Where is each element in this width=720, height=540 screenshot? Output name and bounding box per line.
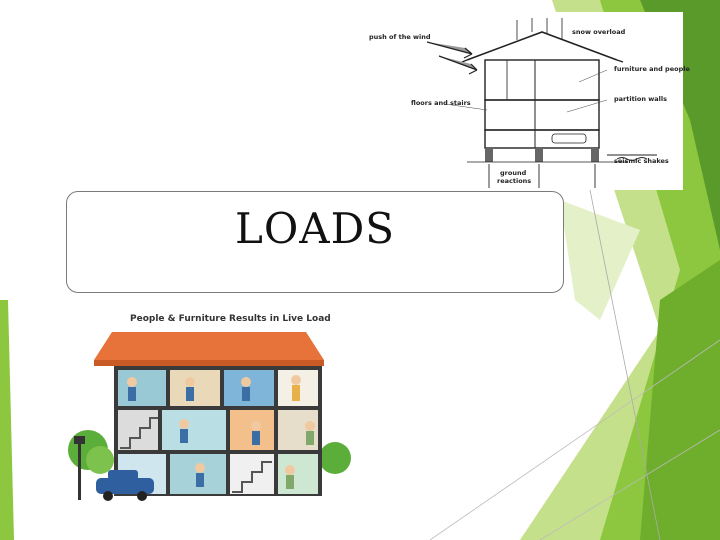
wind-arrows	[426, 41, 478, 75]
snow-arrows	[516, 18, 563, 40]
wind-label: push of the wind	[369, 33, 431, 41]
footing	[485, 148, 493, 162]
partition-label: partition walls	[614, 95, 667, 103]
deco-left-sliver	[0, 300, 14, 540]
roof-overhang	[616, 59, 624, 63]
room	[170, 370, 220, 406]
person-icons	[127, 375, 315, 489]
ground-label-line1: ground	[500, 169, 527, 177]
car-icon	[108, 470, 138, 480]
deco-pale-shape	[560, 200, 640, 320]
room	[118, 370, 166, 406]
deco-dark-green-shape	[640, 0, 720, 250]
seismic-arrows	[607, 154, 657, 161]
illustration-caption: People & Furniture Results in Live Load	[130, 314, 331, 324]
stairs-icon	[120, 417, 158, 449]
deco-line	[539, 429, 720, 540]
deco-line	[589, 189, 661, 540]
slide-title: LOADS	[234, 204, 396, 253]
footing	[535, 148, 543, 162]
upper-floor	[484, 59, 600, 101]
footing	[591, 148, 599, 162]
house-section-drawing	[426, 18, 657, 188]
seismic-label: seismic shakes	[614, 157, 669, 165]
tree-icon	[319, 442, 351, 474]
wheel-icon	[137, 491, 147, 501]
lamp-post-icon	[78, 442, 81, 500]
room	[162, 410, 226, 450]
deco-line	[429, 339, 720, 540]
lamp-post-icon	[74, 436, 85, 444]
roof-outline	[466, 31, 618, 61]
ground-label-line2: reactions	[497, 177, 532, 185]
stairs-icon	[232, 461, 272, 493]
ground-reaction-arrows	[488, 164, 596, 188]
roof-icon	[94, 360, 324, 366]
car-icon	[96, 478, 154, 494]
snow-label: snow overload	[572, 28, 626, 36]
ground-floor	[484, 129, 600, 149]
roof-overhang	[461, 59, 468, 63]
title-box: LOADS	[66, 191, 564, 293]
floors-label: floors and stairs	[411, 99, 471, 107]
leader-lines	[444, 69, 608, 113]
deco-mid-green-shape	[640, 260, 720, 540]
room	[118, 410, 158, 450]
loads-diagram: push of the wind snow overload furniture…	[367, 12, 690, 190]
wheel-icon	[103, 491, 113, 501]
live-load-illustration	[68, 332, 351, 501]
furniture-label: furniture and people	[614, 65, 690, 73]
room	[278, 454, 318, 494]
car-shape	[551, 133, 587, 144]
tree-icon	[86, 446, 114, 474]
roof-icon	[94, 332, 324, 360]
middle-floor	[484, 99, 600, 131]
